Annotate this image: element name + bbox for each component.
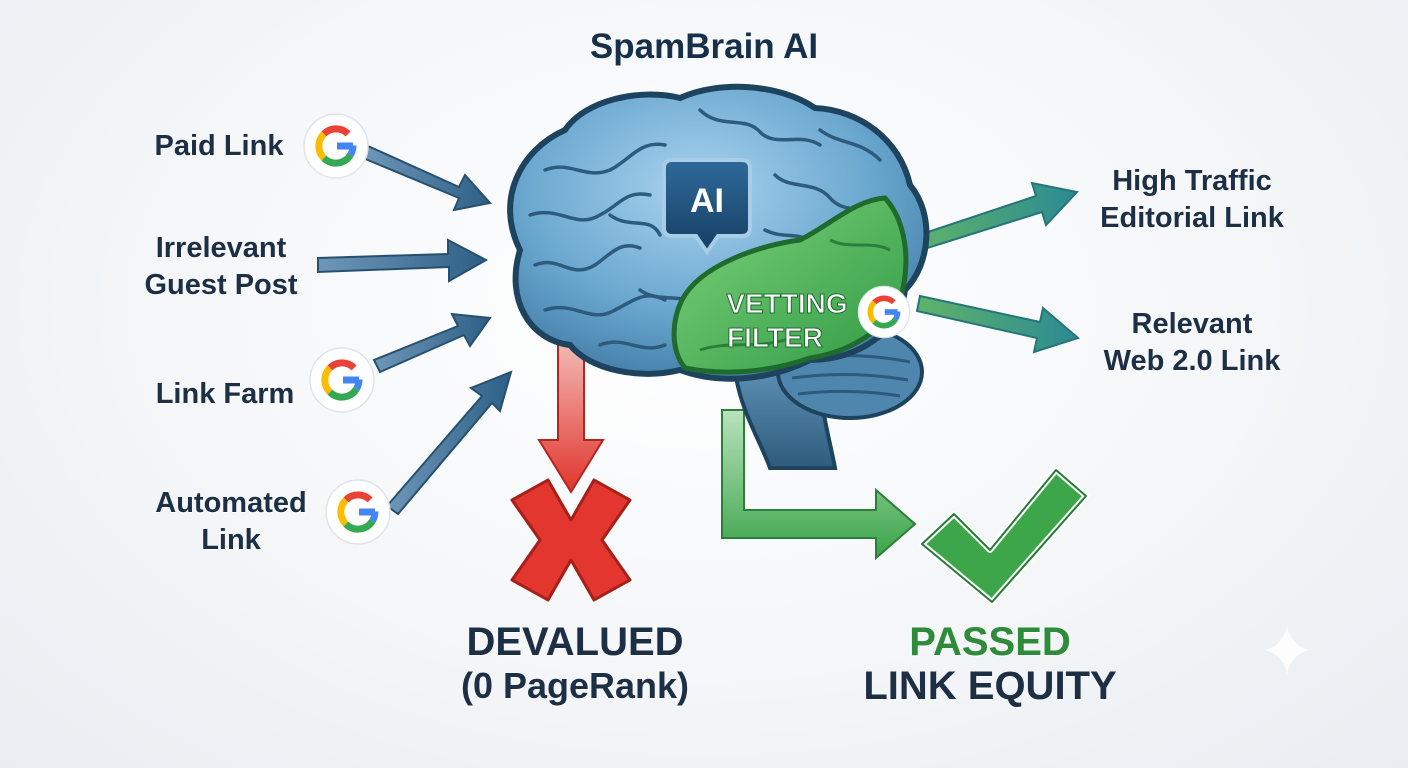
devalued-result: DEVALUED (0 PageRank) xyxy=(420,620,730,708)
google-g-icon xyxy=(304,114,368,178)
input-label-line1: Paid Link xyxy=(154,130,284,162)
input-label-line2: Link xyxy=(201,524,261,556)
input-arrows xyxy=(317,144,513,516)
input-label-line1: Automated xyxy=(155,487,307,519)
devalued-heading: DEVALUED xyxy=(466,620,684,664)
output-label-line2: Web 2.0 Link xyxy=(1103,345,1281,377)
green-check-icon xyxy=(919,467,1089,605)
arrow-link-farm xyxy=(372,312,492,374)
output-arrows xyxy=(914,181,1081,354)
output-label-web20-link: Relevant Web 2.0 Link xyxy=(1082,306,1302,380)
input-label-automated-link: Automated Link xyxy=(136,485,326,559)
arrow-guest-post xyxy=(317,238,489,283)
arrow-automated-link xyxy=(385,370,513,516)
brain-illustration: AI VETTING FILTER xyxy=(507,83,930,470)
google-g-icon xyxy=(310,348,374,412)
output-label-line1: High Traffic xyxy=(1112,165,1272,197)
arrow-editorial-link xyxy=(914,181,1079,252)
passed-result: PASSED LINK EQUITY xyxy=(830,620,1150,708)
ai-badge-text: AI xyxy=(690,182,724,220)
input-label-line2: Guest Post xyxy=(144,269,298,301)
input-label-line1: Irrelevant xyxy=(155,232,287,264)
red-x-icon xyxy=(510,478,632,602)
filter-label-line2: FILTER xyxy=(727,322,823,353)
output-label-editorial-link: High Traffic Editorial Link xyxy=(1082,163,1302,237)
arrow-paid-link xyxy=(361,144,492,212)
arrow-web20-link xyxy=(915,294,1081,354)
passed-heading: PASSED xyxy=(909,620,1071,664)
passed-subheading: LINK EQUITY xyxy=(863,664,1117,708)
output-label-line2: Editorial Link xyxy=(1100,202,1284,234)
sparkle-icon xyxy=(1264,626,1310,674)
diagram-title: SpamBrain AI xyxy=(589,27,819,66)
devalued-subheading: (0 PageRank) xyxy=(460,665,690,706)
input-label-guest-post: Irrelevant Guest Post xyxy=(126,230,316,304)
ai-badge: AI xyxy=(662,158,752,256)
filter-label-line1: VETTING xyxy=(726,288,847,319)
input-label-line1: Link Farm xyxy=(155,378,295,410)
arrow-to-passed xyxy=(721,409,917,561)
input-label-link-farm: Link Farm xyxy=(140,376,310,413)
output-label-line1: Relevant xyxy=(1131,308,1253,340)
google-g-icon xyxy=(326,480,390,544)
google-g-icon xyxy=(858,286,909,337)
input-label-paid-link: Paid Link xyxy=(140,128,298,165)
